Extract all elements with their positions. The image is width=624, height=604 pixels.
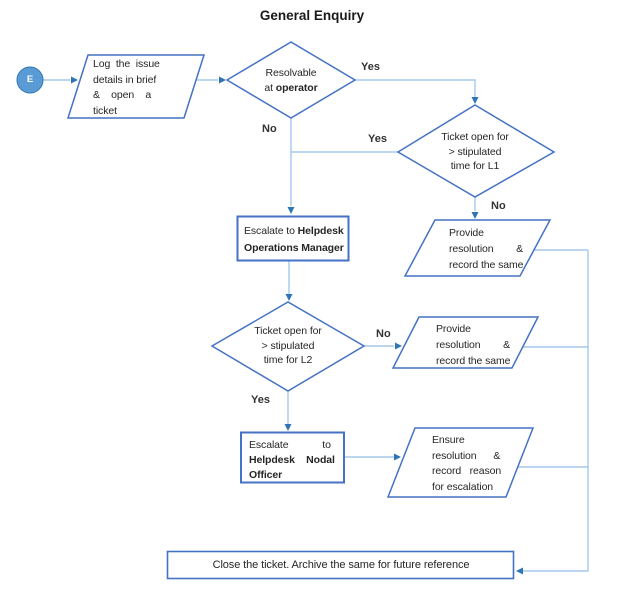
text-line: time for L2 — [263, 354, 313, 366]
text-line: Provide — [436, 323, 471, 335]
text-line: Resolvable — [265, 67, 317, 79]
l1-decision-diamond — [396, 104, 556, 198]
provide-resolution-l1-text: Provide resolution & record the same — [449, 225, 545, 273]
ensure-resolution-parallelogram — [386, 427, 535, 498]
escalate-ops-text: Escalate to Helpdesk Operations Manager — [244, 223, 344, 256]
provide-resolution-l2-text: Provide resolution & record the same — [436, 321, 532, 369]
text-line: for escalation — [432, 480, 494, 493]
text-line: Log the issue — [93, 58, 160, 70]
arrowhead-down — [287, 207, 295, 214]
text-line: Ticket open for — [441, 131, 509, 143]
close-ticket-text: Close the ticket. Archive the same for f… — [212, 559, 470, 571]
arrowhead-left — [516, 567, 523, 575]
connector-resolvable-yes — [355, 79, 476, 97]
arrowhead-right — [71, 76, 78, 84]
edge-label-no: No — [491, 200, 506, 212]
text-line: Ticket open for — [254, 325, 322, 337]
diagram-title: General Enquiry — [259, 8, 365, 23]
text-line: time for L1 — [450, 160, 500, 172]
provide-resolution-l1-parallelogram — [403, 219, 552, 277]
arrowhead-right — [219, 76, 226, 84]
text-line: Escalate to — [249, 439, 331, 451]
text-line: Operations Manager — [244, 241, 344, 254]
text-line: at operator — [264, 81, 318, 94]
arrowhead-down — [471, 97, 479, 104]
resolvable-text: Resolvable at operator — [231, 66, 351, 95]
log-ticket-text: Log the issue details in brief & open a … — [93, 57, 181, 119]
l2-decision-text: Ticket open for > stipulated time for L2 — [228, 324, 348, 368]
text-line: > stipulated — [261, 339, 315, 352]
text-line: details in brief — [93, 73, 157, 86]
text-line: & open a — [93, 89, 152, 101]
arrowhead-down — [284, 424, 292, 431]
l2-decision-diamond — [210, 301, 366, 392]
connector-rail-to-close — [523, 250, 589, 572]
escalate-ops-rect — [236, 215, 350, 262]
edge-label-yes: Yes — [368, 133, 387, 145]
text-line: Provide — [449, 227, 484, 239]
arrowhead-down — [471, 212, 479, 219]
text-line: resolution & — [432, 449, 501, 462]
text-line: Escalate to Helpdesk — [244, 225, 344, 237]
text-line: > stipulated — [448, 145, 502, 158]
text-line: Officer — [249, 469, 283, 481]
close-ticket-rect — [166, 550, 515, 580]
edge-label-yes: Yes — [361, 61, 380, 73]
log-ticket-parallelogram — [66, 54, 206, 119]
ensure-resolution-text: Ensure resolution & record reason for es… — [432, 433, 526, 495]
text-line: record reason — [432, 465, 502, 477]
arrowhead-right — [395, 342, 402, 350]
edge-label-no: No — [376, 328, 391, 340]
edge-label-yes: Yes — [251, 394, 270, 406]
escalate-nodal-text: Escalate to Helpdesk Nodal Officer — [249, 438, 337, 483]
start-node-label: E — [26, 74, 34, 85]
text-line: ticket — [93, 104, 117, 117]
text-line: record the same — [449, 259, 524, 271]
start-node — [16, 66, 44, 94]
text-line: resolution & — [449, 243, 523, 255]
resolvable-decision-diamond — [225, 41, 357, 119]
text-line: Ensure — [432, 434, 465, 446]
arrowhead-right — [394, 453, 401, 461]
text-line: Helpdesk Nodal — [249, 454, 335, 466]
text-line: resolution & — [436, 339, 510, 351]
arrowhead-down — [285, 294, 293, 301]
provide-resolution-l2-parallelogram — [391, 316, 540, 369]
escalate-nodal-rect — [240, 431, 345, 484]
edge-label-no: No — [262, 123, 277, 135]
text-line: record the same — [436, 355, 511, 367]
l1-decision-text: Ticket open for > stipulated time for L1 — [415, 130, 535, 174]
